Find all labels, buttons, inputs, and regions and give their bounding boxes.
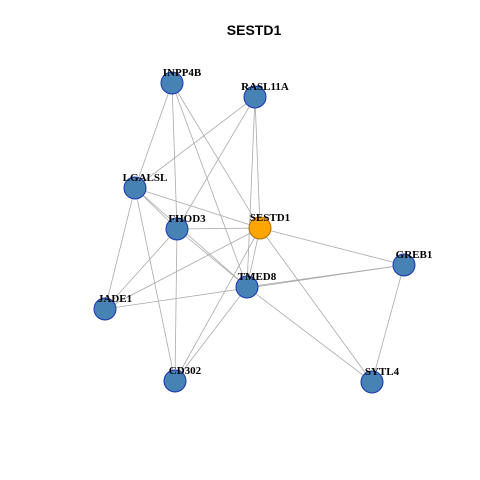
edge-fhod3-tmed8 <box>176 228 248 288</box>
edge-fhod3-sestd1 <box>176 227 261 230</box>
node-cd302[interactable] <box>163 369 187 393</box>
node-greb1[interactable] <box>392 253 416 277</box>
edge-sestd1-sytl4 <box>259 227 373 383</box>
edge-lgalsl-tmed8 <box>134 187 248 288</box>
node-sestd1[interactable] <box>248 216 272 240</box>
edge-tmed8-sytl4 <box>246 286 373 383</box>
node-sytl4[interactable] <box>360 370 384 394</box>
node-label-lgalsl: LGALSL <box>123 172 168 184</box>
node-label-jade1: JADE1 <box>98 293 132 305</box>
edge-sestd1-greb1 <box>259 227 405 266</box>
edge-lgalsl-cd302 <box>134 187 176 382</box>
edge-tmed8-cd302 <box>174 286 248 382</box>
labels-layer: INPP4B RASL11A LGALSL FHOD3 SESTD1GREB1TMED8… <box>98 67 432 378</box>
edge-greb1-tmed8 <box>246 264 405 288</box>
node-tmed8[interactable] <box>235 275 259 299</box>
edge-rasl11a-lgalsl <box>134 96 256 189</box>
edge-inpp4b-tmed8 <box>171 82 248 288</box>
edge-lgalsl-jade1 <box>104 187 136 310</box>
edge-greb1-sytl4 <box>371 264 405 383</box>
graph-title: SESTD1 <box>227 22 282 38</box>
node-label-greb1: GREB1 <box>396 249 433 261</box>
edge-lgalsl-sestd1 <box>134 187 261 229</box>
edge-fhod3-jade1 <box>104 228 178 310</box>
node-label-tmed8: TMED8 <box>238 271 277 283</box>
nodes-layer <box>93 71 416 394</box>
edge-sestd1-cd302 <box>174 227 261 382</box>
edge-fhod3-cd302 <box>174 228 178 382</box>
edge-inpp4b-sestd1 <box>171 82 261 229</box>
edge-rasl11a-tmed8 <box>246 96 256 288</box>
node-jade1[interactable] <box>93 297 117 321</box>
node-lgalsl[interactable] <box>123 176 147 200</box>
node-label-fhod3: FHOD3 <box>168 213 206 225</box>
node-fhod3[interactable] <box>165 217 189 241</box>
node-label-inpp4b: INPP4B <box>163 67 202 79</box>
node-label-sytl4: SYTL4 <box>365 366 400 378</box>
edge-sestd1-jade1 <box>104 227 261 310</box>
node-label-cd302: CD302 <box>169 365 202 377</box>
edge-inpp4b-lgalsl <box>134 82 173 189</box>
edges-layer <box>104 82 405 383</box>
edge-rasl11a-fhod3 <box>176 96 256 230</box>
node-rasl11a[interactable] <box>243 85 267 109</box>
edge-inpp4b-fhod3 <box>171 82 178 230</box>
node-inpp4b[interactable] <box>160 71 184 95</box>
node-label-sestd1: SESTD1 <box>250 212 290 224</box>
node-label-rasl11a: RASL11A <box>241 81 289 93</box>
edge-rasl11a-sestd1 <box>254 96 261 229</box>
